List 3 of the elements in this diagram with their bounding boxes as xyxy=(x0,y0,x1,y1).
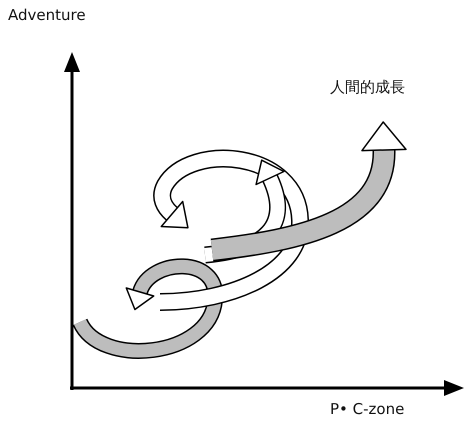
annotation-text: 人間的成長 xyxy=(330,78,405,97)
axis-label: P• C-zone xyxy=(330,400,404,418)
axis-label: Adventure xyxy=(8,6,86,24)
